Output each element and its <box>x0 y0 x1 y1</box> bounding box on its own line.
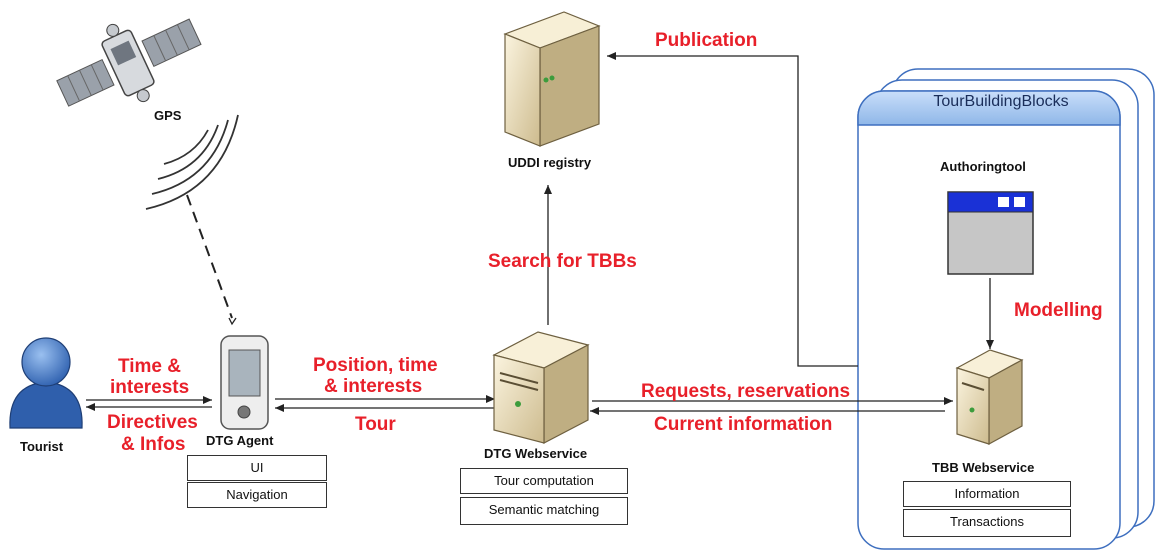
directives-label-line2: & Infos <box>121 434 186 455</box>
dtg-agent-label: DTG Agent <box>206 433 274 448</box>
dtg-webservice-server-icon <box>492 331 590 444</box>
dtg-webservice-label: DTG Webservice <box>484 446 588 461</box>
satellite-icon <box>56 18 202 107</box>
tbb-panel-title: TourBuildingBlocks <box>933 93 1069 110</box>
tbb-component-information: Information <box>903 481 1071 507</box>
agent-component-ui: UI <box>187 455 327 481</box>
uddi-registry-icon <box>503 11 601 147</box>
webservice-component-semantic-matching: Semantic matching <box>460 497 628 525</box>
uddi-registry-label: UDDI registry <box>508 155 592 170</box>
publication-label: Publication <box>655 30 758 51</box>
webservice-component-tour-computation: Tour computation <box>460 468 628 494</box>
position-label-line1: Position, time <box>313 355 438 376</box>
publication-arrow <box>607 52 858 367</box>
tbb-webservice-label: TBB Webservice <box>932 460 1035 475</box>
directives-label-line1: Directives <box>107 412 198 433</box>
time-interests-label-line1: Time & <box>118 356 182 377</box>
position-label-line2: & interests <box>324 376 423 397</box>
search-label: Search for TBBs <box>488 251 637 272</box>
gps-label: GPS <box>154 108 182 123</box>
gps-signal-icon <box>145 114 239 210</box>
agent-component-navigation: Navigation <box>187 482 327 508</box>
tourist-label: Tourist <box>20 439 64 454</box>
tourist-icon <box>9 337 83 429</box>
gps-link <box>186 194 233 319</box>
modelling-label: Modelling <box>1014 300 1103 321</box>
time-interests-label-line2: interests <box>110 377 190 398</box>
authoringtool-label: Authoringtool <box>940 159 1026 174</box>
authoringtool-window-icon <box>947 191 1034 275</box>
current-information-label: Current information <box>654 414 833 435</box>
tbb-component-transactions: Transactions <box>903 509 1071 537</box>
pda-icon <box>220 335 269 430</box>
tbb-panel-stack <box>857 68 1155 550</box>
tbb-webservice-server-icon <box>955 349 1024 446</box>
requests-label: Requests, reservations <box>641 381 851 402</box>
tour-label: Tour <box>355 414 396 435</box>
